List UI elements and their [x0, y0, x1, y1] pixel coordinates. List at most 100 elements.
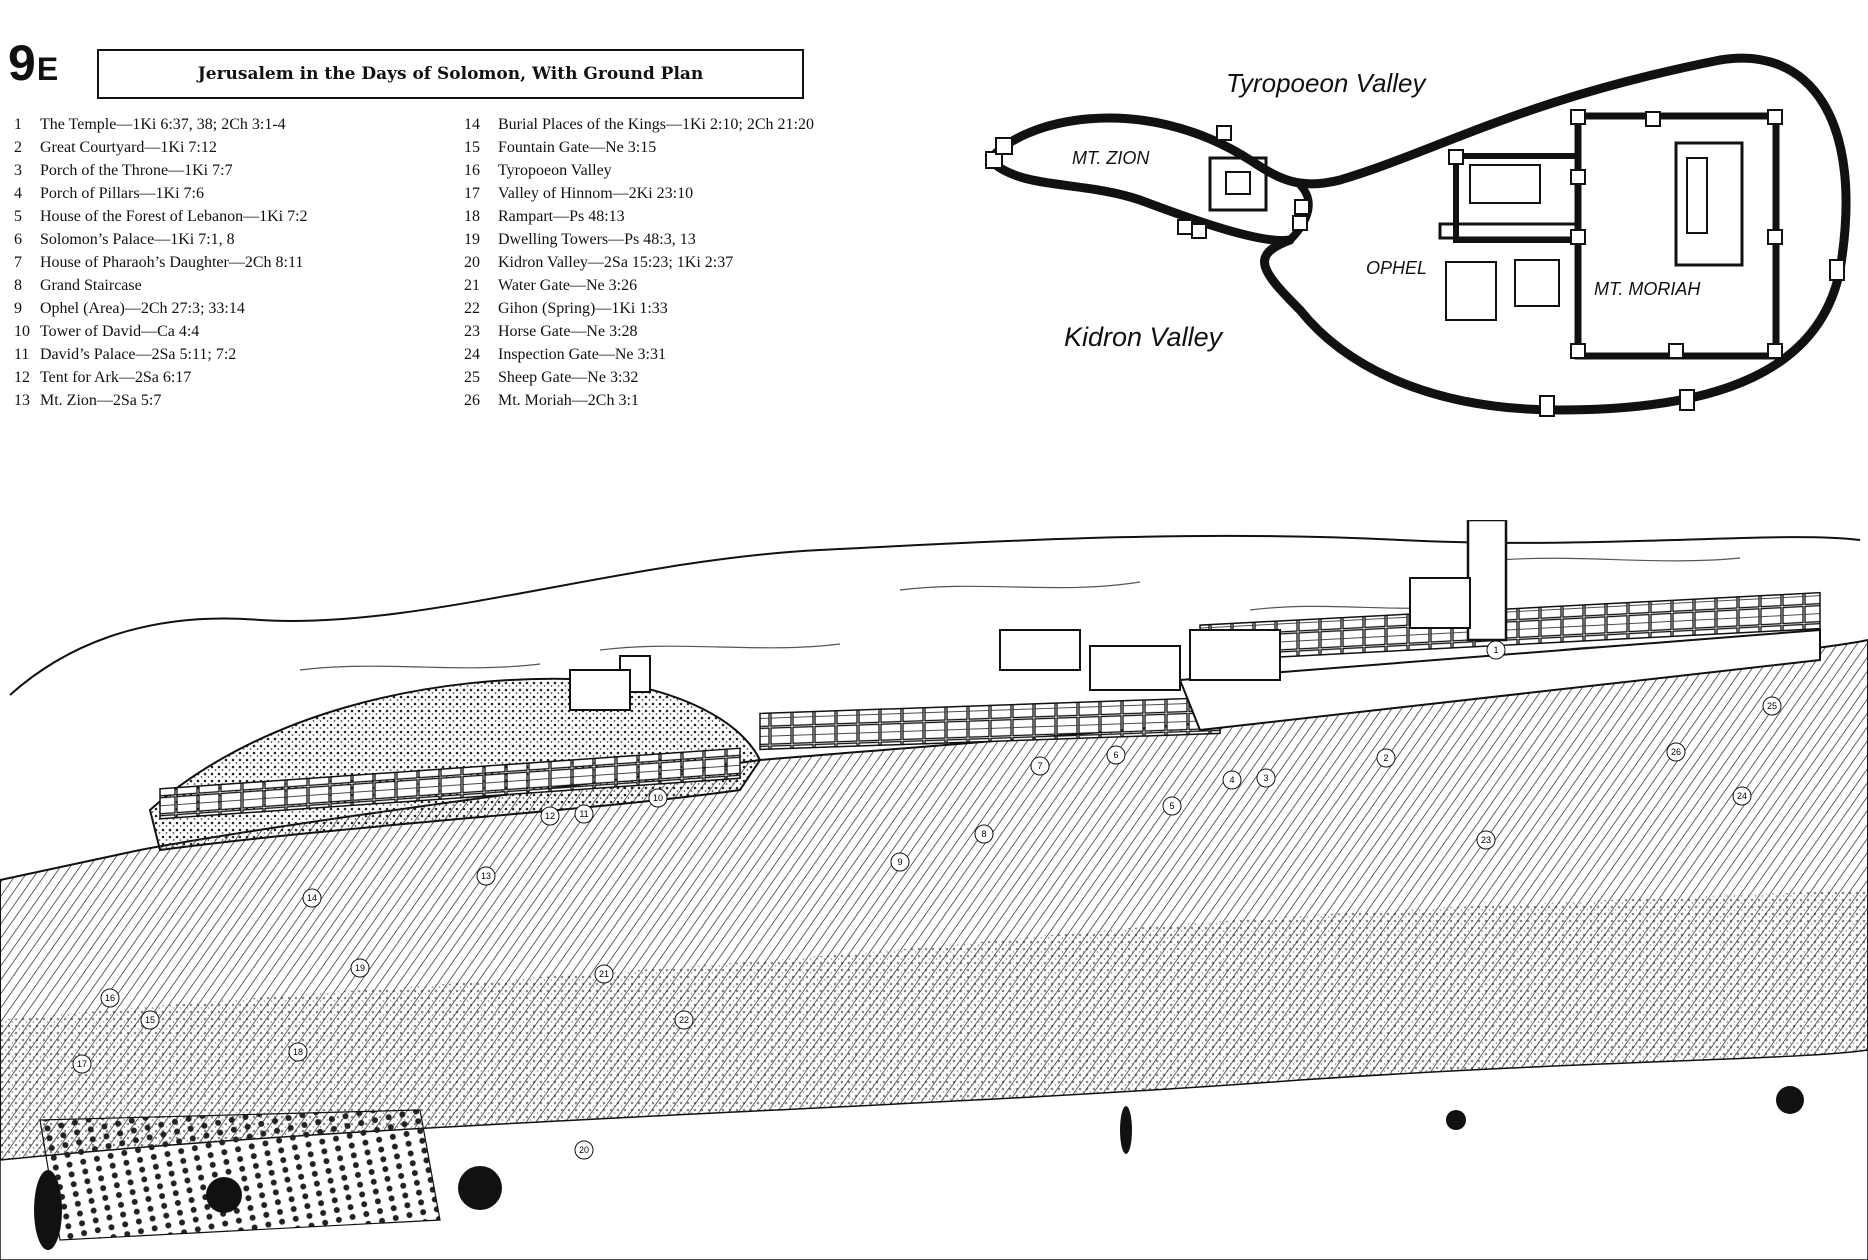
marker: 24 [1732, 786, 1752, 806]
marker-label: 24 [1737, 791, 1747, 801]
temple-house [1409, 577, 1471, 629]
gate-tower [1177, 219, 1193, 235]
marker: 3 [1256, 768, 1276, 788]
palace-complex [1089, 645, 1181, 691]
city-wall-outer [985, 53, 1851, 415]
legend-number: 11 [14, 346, 30, 363]
palace-complex [1189, 629, 1281, 681]
legend-text: The Temple—1Ki 6:37, 38; 2Ch 3:1-4 [40, 116, 286, 133]
marker-label: 1 [1493, 645, 1498, 655]
marker: 14 [302, 888, 322, 908]
zion-palace [1208, 156, 1268, 212]
gate-tower [1216, 125, 1232, 141]
marker: 25 [1762, 696, 1782, 716]
marker: 5 [1162, 796, 1182, 816]
legend-text: Grand Staircase [40, 277, 142, 294]
temple-platform [1178, 628, 1821, 732]
tree [1446, 1110, 1466, 1130]
gate-tower [1570, 343, 1586, 359]
legend-text: David’s Palace—2Sa 5:11; 7:2 [40, 346, 237, 363]
legend-item: 21 Water Gate—Ne 3:26 [458, 274, 814, 297]
label-mt-moriah: MT. MORIAH [1594, 279, 1701, 299]
label-tyropoeon: Tyropoeon Valley [1226, 68, 1427, 98]
marker-label: 10 [653, 793, 663, 803]
marker: 21 [594, 964, 614, 984]
legend-number: 1 [14, 116, 22, 133]
marker-label: 26 [1671, 747, 1681, 757]
temple-tower [1466, 520, 1508, 642]
gate-tower [995, 137, 1013, 155]
marker-label: 5 [1169, 801, 1174, 811]
legend-text: House of the Forest of Lebanon—1Ki 7:2 [40, 208, 308, 225]
legend-text: Tower of David—Ca 4:4 [40, 323, 200, 340]
legend-number: 9 [14, 300, 22, 317]
sky-stroke [599, 643, 841, 651]
tree [34, 1170, 62, 1250]
marker-label: 20 [579, 1145, 589, 1155]
marker-label: 13 [481, 871, 491, 881]
city-wall-left [159, 747, 741, 820]
legend-number: 24 [464, 346, 480, 363]
marker: 12 [540, 806, 560, 826]
legend-text: Mt. Moriah—2Ch 3:1 [498, 392, 639, 409]
marker: 2 [1376, 748, 1396, 768]
marker-label: 7 [1037, 761, 1042, 771]
legend-text: Rampart—Ps 48:13 [498, 208, 625, 225]
gate-tower [1767, 343, 1783, 359]
palace-building [1469, 164, 1541, 204]
marker: 11 [574, 804, 594, 824]
marker: 17 [72, 1054, 92, 1074]
marker: 26 [1666, 742, 1686, 762]
legend-text: Dwelling Towers—Ps 48:3, 13 [498, 231, 696, 248]
gate-tower [985, 151, 1003, 169]
gate-towers [985, 109, 1845, 417]
legend-text: Kidron Valley—2Sa 15:23; 1Ki 2:37 [498, 254, 734, 271]
gate-tower [1570, 109, 1586, 125]
legend-text: Porch of Pillars—1Ki 7:6 [40, 185, 204, 202]
legend-text: Burial Places of the Kings—1Ki 2:10; 2Ch… [498, 116, 814, 133]
gate-tower [1570, 169, 1586, 185]
marker-label: 22 [679, 1015, 689, 1025]
marker-label: 12 [545, 811, 555, 821]
gate-tower [1539, 395, 1555, 417]
legend-text: Sheep Gate—Ne 3:32 [498, 369, 639, 386]
marker: 16 [100, 988, 120, 1008]
marker-label: 15 [145, 1015, 155, 1025]
figure-number-digit: 9 [8, 35, 36, 91]
legend-text: Water Gate—Ne 3:26 [498, 277, 638, 294]
marker-label: 21 [599, 969, 609, 979]
tree [206, 1177, 242, 1213]
legend-text: House of Pharaoh’s Daughter—2Ch 8:11 [40, 254, 304, 271]
legend-number: 16 [464, 162, 480, 179]
marker: 8 [974, 824, 994, 844]
gate-tower [1668, 343, 1684, 359]
palace-building [1514, 259, 1560, 307]
distant-hills [9, 534, 1861, 696]
legend-item: 1 The Temple—1Ki 6:37, 38; 2Ch 3:1-4 [8, 113, 308, 136]
tree [458, 1166, 502, 1210]
legend-text: Solomon’s Palace—1Ki 7:1, 8 [40, 231, 235, 248]
legend-text: Great Courtyard—1Ki 7:12 [40, 139, 217, 156]
legend-text: Porch of the Throne—1Ki 7:7 [40, 162, 233, 179]
marker-label: 23 [1481, 835, 1491, 845]
marker-label: 6 [1113, 750, 1118, 760]
legend-text: Tent for Ark—2Sa 6:17 [40, 369, 192, 386]
legend-number: 21 [464, 277, 480, 294]
legend-number: 7 [14, 254, 22, 271]
figure-number-suffix: E [36, 51, 58, 87]
marker: 20 [574, 1140, 594, 1160]
marker-label: 16 [105, 993, 115, 1003]
legend-number: 19 [464, 231, 480, 248]
title-box: Jerusalem in the Days of Solomon, With G… [97, 49, 804, 99]
palace-building [1445, 261, 1497, 321]
